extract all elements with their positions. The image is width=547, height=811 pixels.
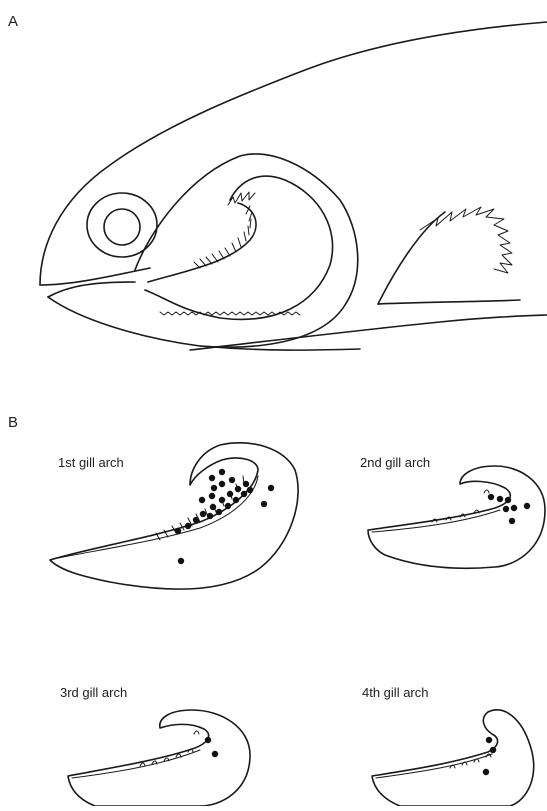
arch-3-dot bbox=[212, 751, 218, 757]
arch-4-outline bbox=[372, 710, 534, 806]
arch-1-dot bbox=[227, 491, 233, 497]
ventral-outline bbox=[48, 297, 360, 350]
arch-1-dot bbox=[268, 485, 274, 491]
arch-1-dot bbox=[219, 469, 225, 475]
arch-1-inner-edge bbox=[58, 476, 258, 558]
arch-1-dot bbox=[210, 504, 216, 510]
arch-3-dot bbox=[205, 737, 211, 743]
arch-1-dot bbox=[247, 487, 253, 493]
arch-4-dot bbox=[486, 737, 492, 743]
operculum-outline bbox=[135, 154, 358, 347]
arch-4-drawing bbox=[372, 710, 534, 806]
eye-orbit bbox=[87, 193, 157, 257]
fish-head-drawing bbox=[40, 22, 547, 350]
arch-3-label: 3rd gill arch bbox=[60, 685, 127, 700]
arch-1-label: 1st gill arch bbox=[58, 455, 124, 470]
arch-2-dot bbox=[488, 494, 494, 500]
arch-1-dot bbox=[199, 497, 205, 503]
eye-pupil bbox=[104, 209, 140, 245]
arch-1-dot bbox=[261, 501, 267, 507]
arch-4-dot bbox=[483, 769, 489, 775]
arch-1-dot bbox=[209, 475, 215, 481]
arch-1-dot bbox=[193, 517, 199, 523]
arch-1-dot bbox=[219, 481, 225, 487]
arch-1-dot bbox=[219, 497, 225, 503]
arch-2-dot bbox=[497, 496, 503, 502]
arch-1-dot bbox=[216, 509, 222, 515]
arch-1-dot bbox=[235, 486, 241, 492]
arch-3-outline bbox=[68, 710, 250, 806]
arch-1-dot bbox=[200, 511, 206, 517]
pectoral-fin-rays bbox=[420, 207, 512, 273]
arch-1-dot bbox=[185, 523, 191, 529]
arch-1-dot bbox=[209, 493, 215, 499]
arch-4-label: 4th gill arch bbox=[362, 685, 428, 700]
panel-a-label: A bbox=[8, 13, 18, 30]
arch-2-dot bbox=[509, 518, 515, 524]
arch-2-dot bbox=[524, 503, 530, 509]
arch-2-drawing bbox=[368, 466, 545, 568]
belly-line bbox=[190, 315, 547, 350]
arch-1-dot bbox=[241, 491, 247, 497]
arch-2-dot bbox=[511, 505, 517, 511]
arch-2-dot bbox=[505, 497, 511, 503]
arch-1-dot bbox=[243, 481, 249, 487]
gill-filament-tips bbox=[228, 192, 255, 205]
arch-4-dot bbox=[490, 747, 496, 753]
arch-1-dot bbox=[175, 528, 181, 534]
arch-2-dot bbox=[503, 506, 509, 512]
arch-1-dot bbox=[178, 558, 184, 564]
panel-b-label: B bbox=[8, 414, 18, 431]
arch-2-rakers bbox=[432, 490, 489, 522]
arch-1-dot bbox=[211, 485, 217, 491]
arch-3-inner-edge bbox=[72, 750, 200, 778]
lateral-body-line bbox=[378, 300, 520, 304]
arch-1-dot bbox=[233, 497, 239, 503]
arch-1-dot bbox=[229, 477, 235, 483]
arch-1-dot bbox=[225, 503, 231, 509]
arch-3-drawing bbox=[68, 710, 250, 806]
dorsal-outline bbox=[40, 22, 547, 285]
pectoral-fin-base bbox=[378, 212, 445, 304]
arch-2-label: 2nd gill arch bbox=[360, 455, 430, 470]
arch-2-outline bbox=[368, 466, 545, 568]
arch-1-dot bbox=[207, 513, 213, 519]
